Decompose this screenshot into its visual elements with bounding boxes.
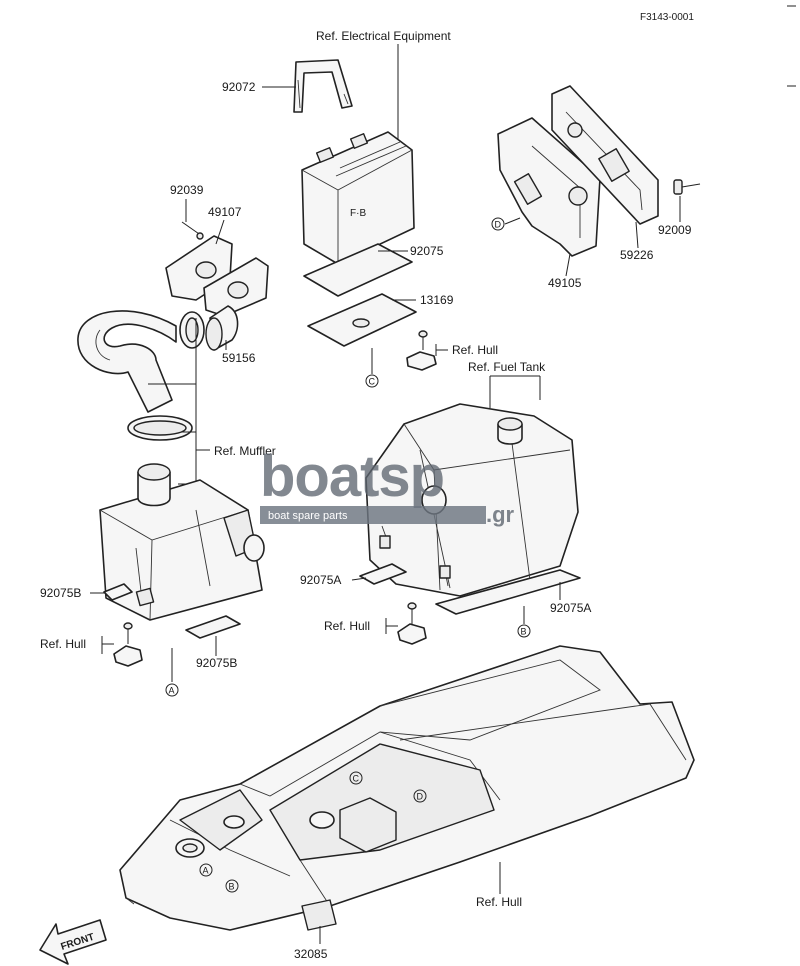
label-ref-hull-left: Ref. Hull [40,637,86,651]
marker-b2: B [229,882,235,892]
marker-d2: D [417,792,424,802]
label-92075b-left: 92075B [40,586,81,600]
label-ref-electrical: Ref. Electrical Equipment [316,29,451,43]
label-92075a-left: 92075A [300,573,341,587]
label-92075a-right: 92075A [550,601,591,615]
marker-a2-circle [199,863,213,877]
marker-b: B [521,627,527,637]
label-59226: 59226 [620,248,654,262]
marker-d2-circle [413,789,427,803]
marker-a2: A [203,866,209,876]
leader-line [351,577,367,581]
watermark: boatsp boat spare parts .gr [260,444,515,527]
label-59156: 59156 [222,351,256,365]
hull-fastener-mid [397,602,427,645]
muffler-pad-right [185,615,241,639]
marker-c2: C [353,774,360,784]
marker-b2-circle [225,879,239,893]
marker-c2-circle [349,771,363,785]
screw-92039 [181,221,204,240]
label-92075: 92075 [410,244,444,258]
tank-pad-right [435,569,581,615]
battery-strap [293,59,353,113]
marker-a-circle [165,683,179,697]
label-ref-fuel-tank: Ref. Fuel Tank [468,360,546,374]
hose-clamp-upper [179,311,205,349]
marker-a: A [169,686,175,696]
watermark-bar [260,506,486,524]
label-ref-muffler: Ref. Muffler [214,444,276,458]
rubber-elbow [205,305,239,351]
leader-line [635,221,639,249]
exhaust-pipe [77,310,177,413]
watermark-tagline: boat spare parts [268,510,348,522]
muffler-pad-left [103,583,133,601]
label-92072: 92072 [222,80,256,94]
label-ref-hull-mid: Ref. Hull [324,619,370,633]
muffler [99,463,265,621]
label-49107: 49107 [208,205,242,219]
bolt-92009 [673,179,701,195]
battery-tray [307,293,417,347]
figure-code: F3143-0001 [640,12,694,23]
label-92009: 92009 [658,223,692,237]
watermark-suffix: .gr [486,502,515,527]
front-arrow-icon: FRONT [39,919,107,965]
label-ref-hull-bottom: Ref. Hull [476,895,522,909]
label-92039: 92039 [170,183,204,197]
battery: F·B [301,131,415,265]
label-32085: 32085 [294,947,328,961]
tank-pad-left [359,563,407,585]
flange-gasket [203,257,269,317]
label-92075b-bottom: 92075B [196,656,237,670]
label-ref-hull-top: Ref. Hull [452,343,498,357]
marker-d-circle [491,217,505,231]
leader-line [215,219,225,245]
battery-mat [303,243,413,297]
marker-d: D [495,220,502,230]
hull-fastener-top [406,330,437,371]
watermark-brand: boatsp [260,444,444,509]
battery-mark: F·B [350,208,366,219]
leader-line [565,253,571,277]
marker-c-circle [365,374,379,388]
exhaust-bracket [497,117,601,257]
marker-c: C [369,377,376,387]
exhaust-gasket [551,85,659,225]
hull-fastener-left [113,622,143,667]
hull [119,645,695,931]
marker-b-circle [517,624,531,638]
hose-clamp-lower [127,415,193,441]
label-49105: 49105 [548,276,582,290]
leader-line [504,217,521,225]
label-13169: 13169 [420,293,454,307]
